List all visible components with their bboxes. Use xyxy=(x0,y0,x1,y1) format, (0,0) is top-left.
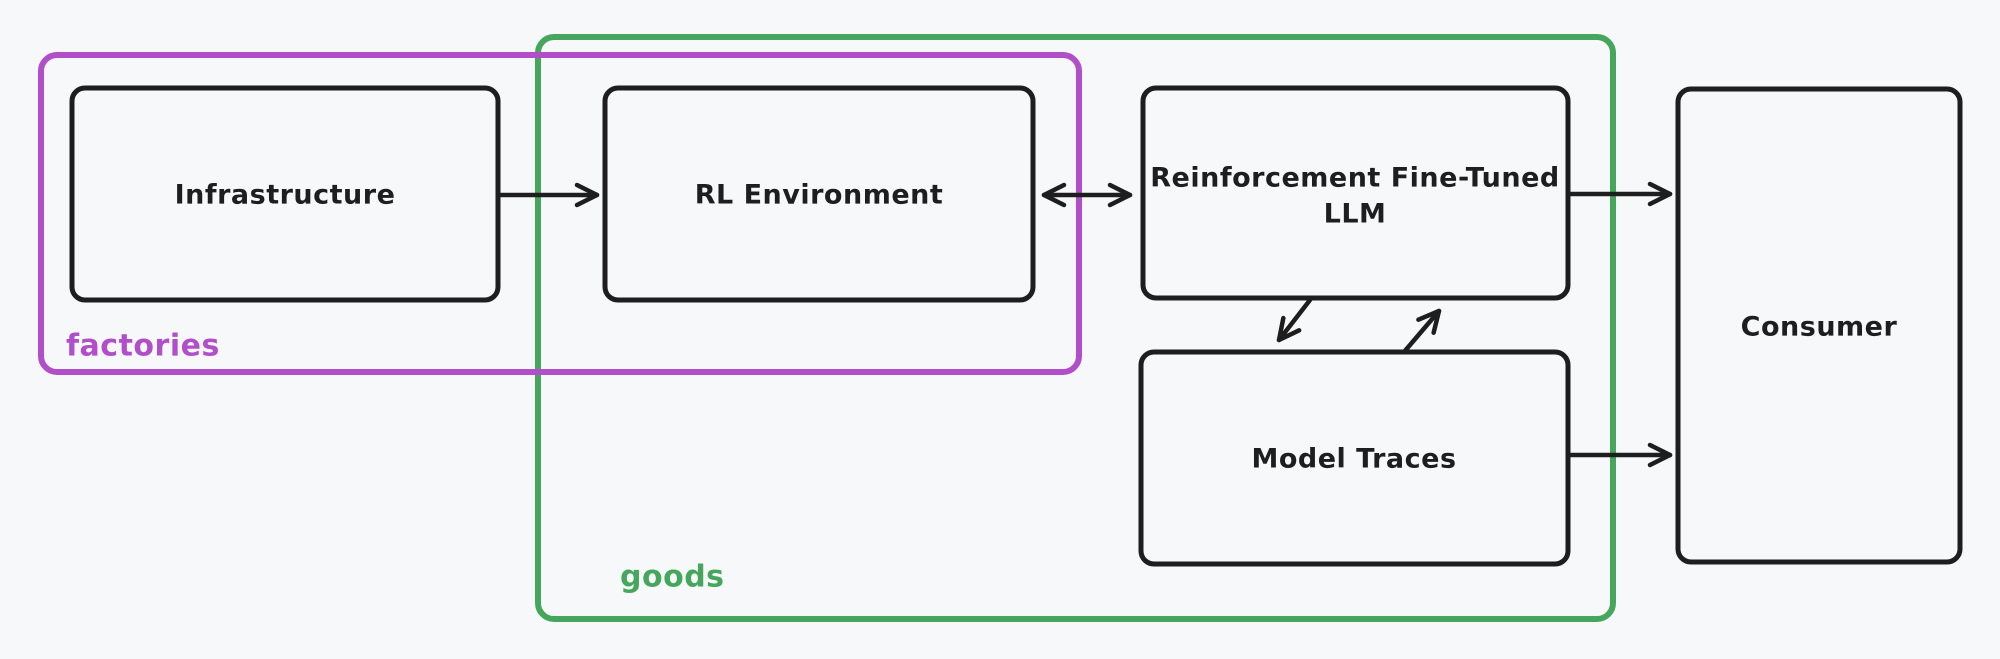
factories-group-outline xyxy=(38,52,1082,375)
model-traces-box xyxy=(1138,349,1571,567)
goods-group-outline xyxy=(535,34,1616,622)
reinforcement-fine-tuned-llm-label-line1: Reinforcement Fine-Tuned xyxy=(1150,163,1560,194)
rl-environment-label: RL Environment xyxy=(695,180,944,211)
factories-group-label: factories xyxy=(66,329,220,364)
model-traces-label: Model Traces xyxy=(1251,444,1456,475)
rl-environment-box xyxy=(602,85,1036,303)
consumer-box xyxy=(1675,86,1963,565)
goods-group-label: goods xyxy=(620,560,725,595)
consumer-label: Consumer xyxy=(1741,312,1898,343)
reinforcement-fine-tuned-llm-label-line2: LLM xyxy=(1324,199,1387,230)
arrow-model-traces-to-rft-llm xyxy=(1401,308,1442,355)
infrastructure-label: Infrastructure xyxy=(175,180,396,211)
arrow-rft-llm-to-model-traces xyxy=(1276,297,1313,343)
